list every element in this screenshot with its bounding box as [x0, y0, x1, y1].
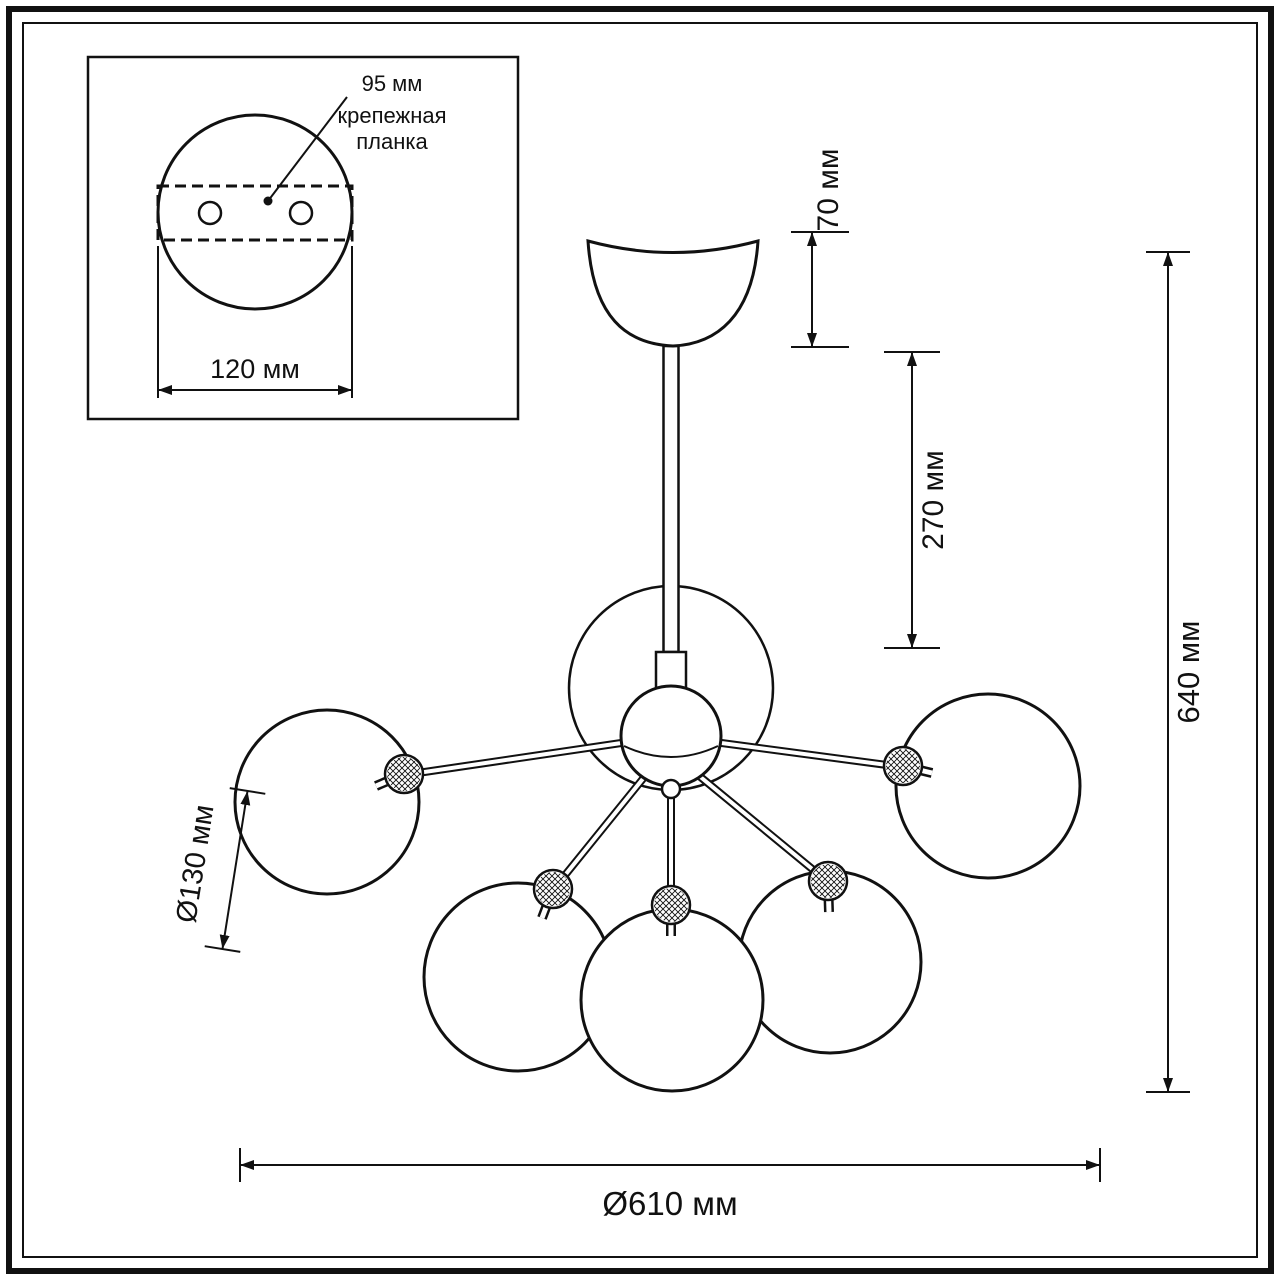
inner-frame [22, 22, 1258, 1258]
arms [403, 738, 903, 906]
dim-70-label: 70 мм [812, 149, 845, 232]
mounting-hole-right [288, 200, 314, 226]
ceiling-canopy [586, 239, 760, 348]
mounting-detail-inset: 95 мм крепежная планка 120 мм [86, 55, 520, 421]
mounting-hole-left [197, 200, 223, 226]
plate-width-label: 120 мм [210, 354, 300, 384]
leader-line [267, 96, 348, 202]
bead-right-facets [886, 749, 920, 783]
shade-left [233, 708, 421, 896]
bead-left-facets [387, 757, 421, 791]
chandelier-drawing [233, 239, 1082, 1093]
dim-130-label: Ø130 мм [170, 803, 220, 925]
outer-frame [6, 6, 1274, 1274]
part-label-line1: крепежная [337, 103, 446, 128]
dim-270-label: 270 мм [917, 450, 950, 550]
hub-sphere-equator [623, 745, 719, 758]
stem-rod [662, 344, 680, 654]
offset-label: 95 мм [362, 71, 423, 96]
arm-cores [403, 740, 903, 906]
shade-bottom-center [579, 907, 765, 1093]
dim-overall-height: 640 мм [1146, 251, 1206, 1093]
mounting-plate-dashed-outline [156, 184, 354, 242]
decorative-beads [383, 745, 924, 926]
bead-bottom-left-facets [536, 872, 570, 906]
hub-collar [654, 650, 688, 690]
dim-130-line [219, 790, 251, 950]
shade-right [894, 692, 1082, 880]
dim-overall-diameter: Ø610 мм [239, 1148, 1101, 1222]
dim-640-label: 640 мм [1171, 621, 1206, 724]
dim-canopy-height: 70 мм [791, 149, 849, 348]
part-label-line2: планка [356, 129, 428, 154]
bead-bottom-right-facets [811, 864, 845, 898]
hub-bottom-knob [660, 778, 682, 800]
bead-bottom-center-facets [654, 888, 688, 922]
dim-610-label: Ø610 мм [602, 1185, 737, 1222]
inset-box [86, 55, 520, 421]
hub-sphere [619, 684, 723, 788]
dim-stem-length: 270 мм [884, 351, 950, 649]
